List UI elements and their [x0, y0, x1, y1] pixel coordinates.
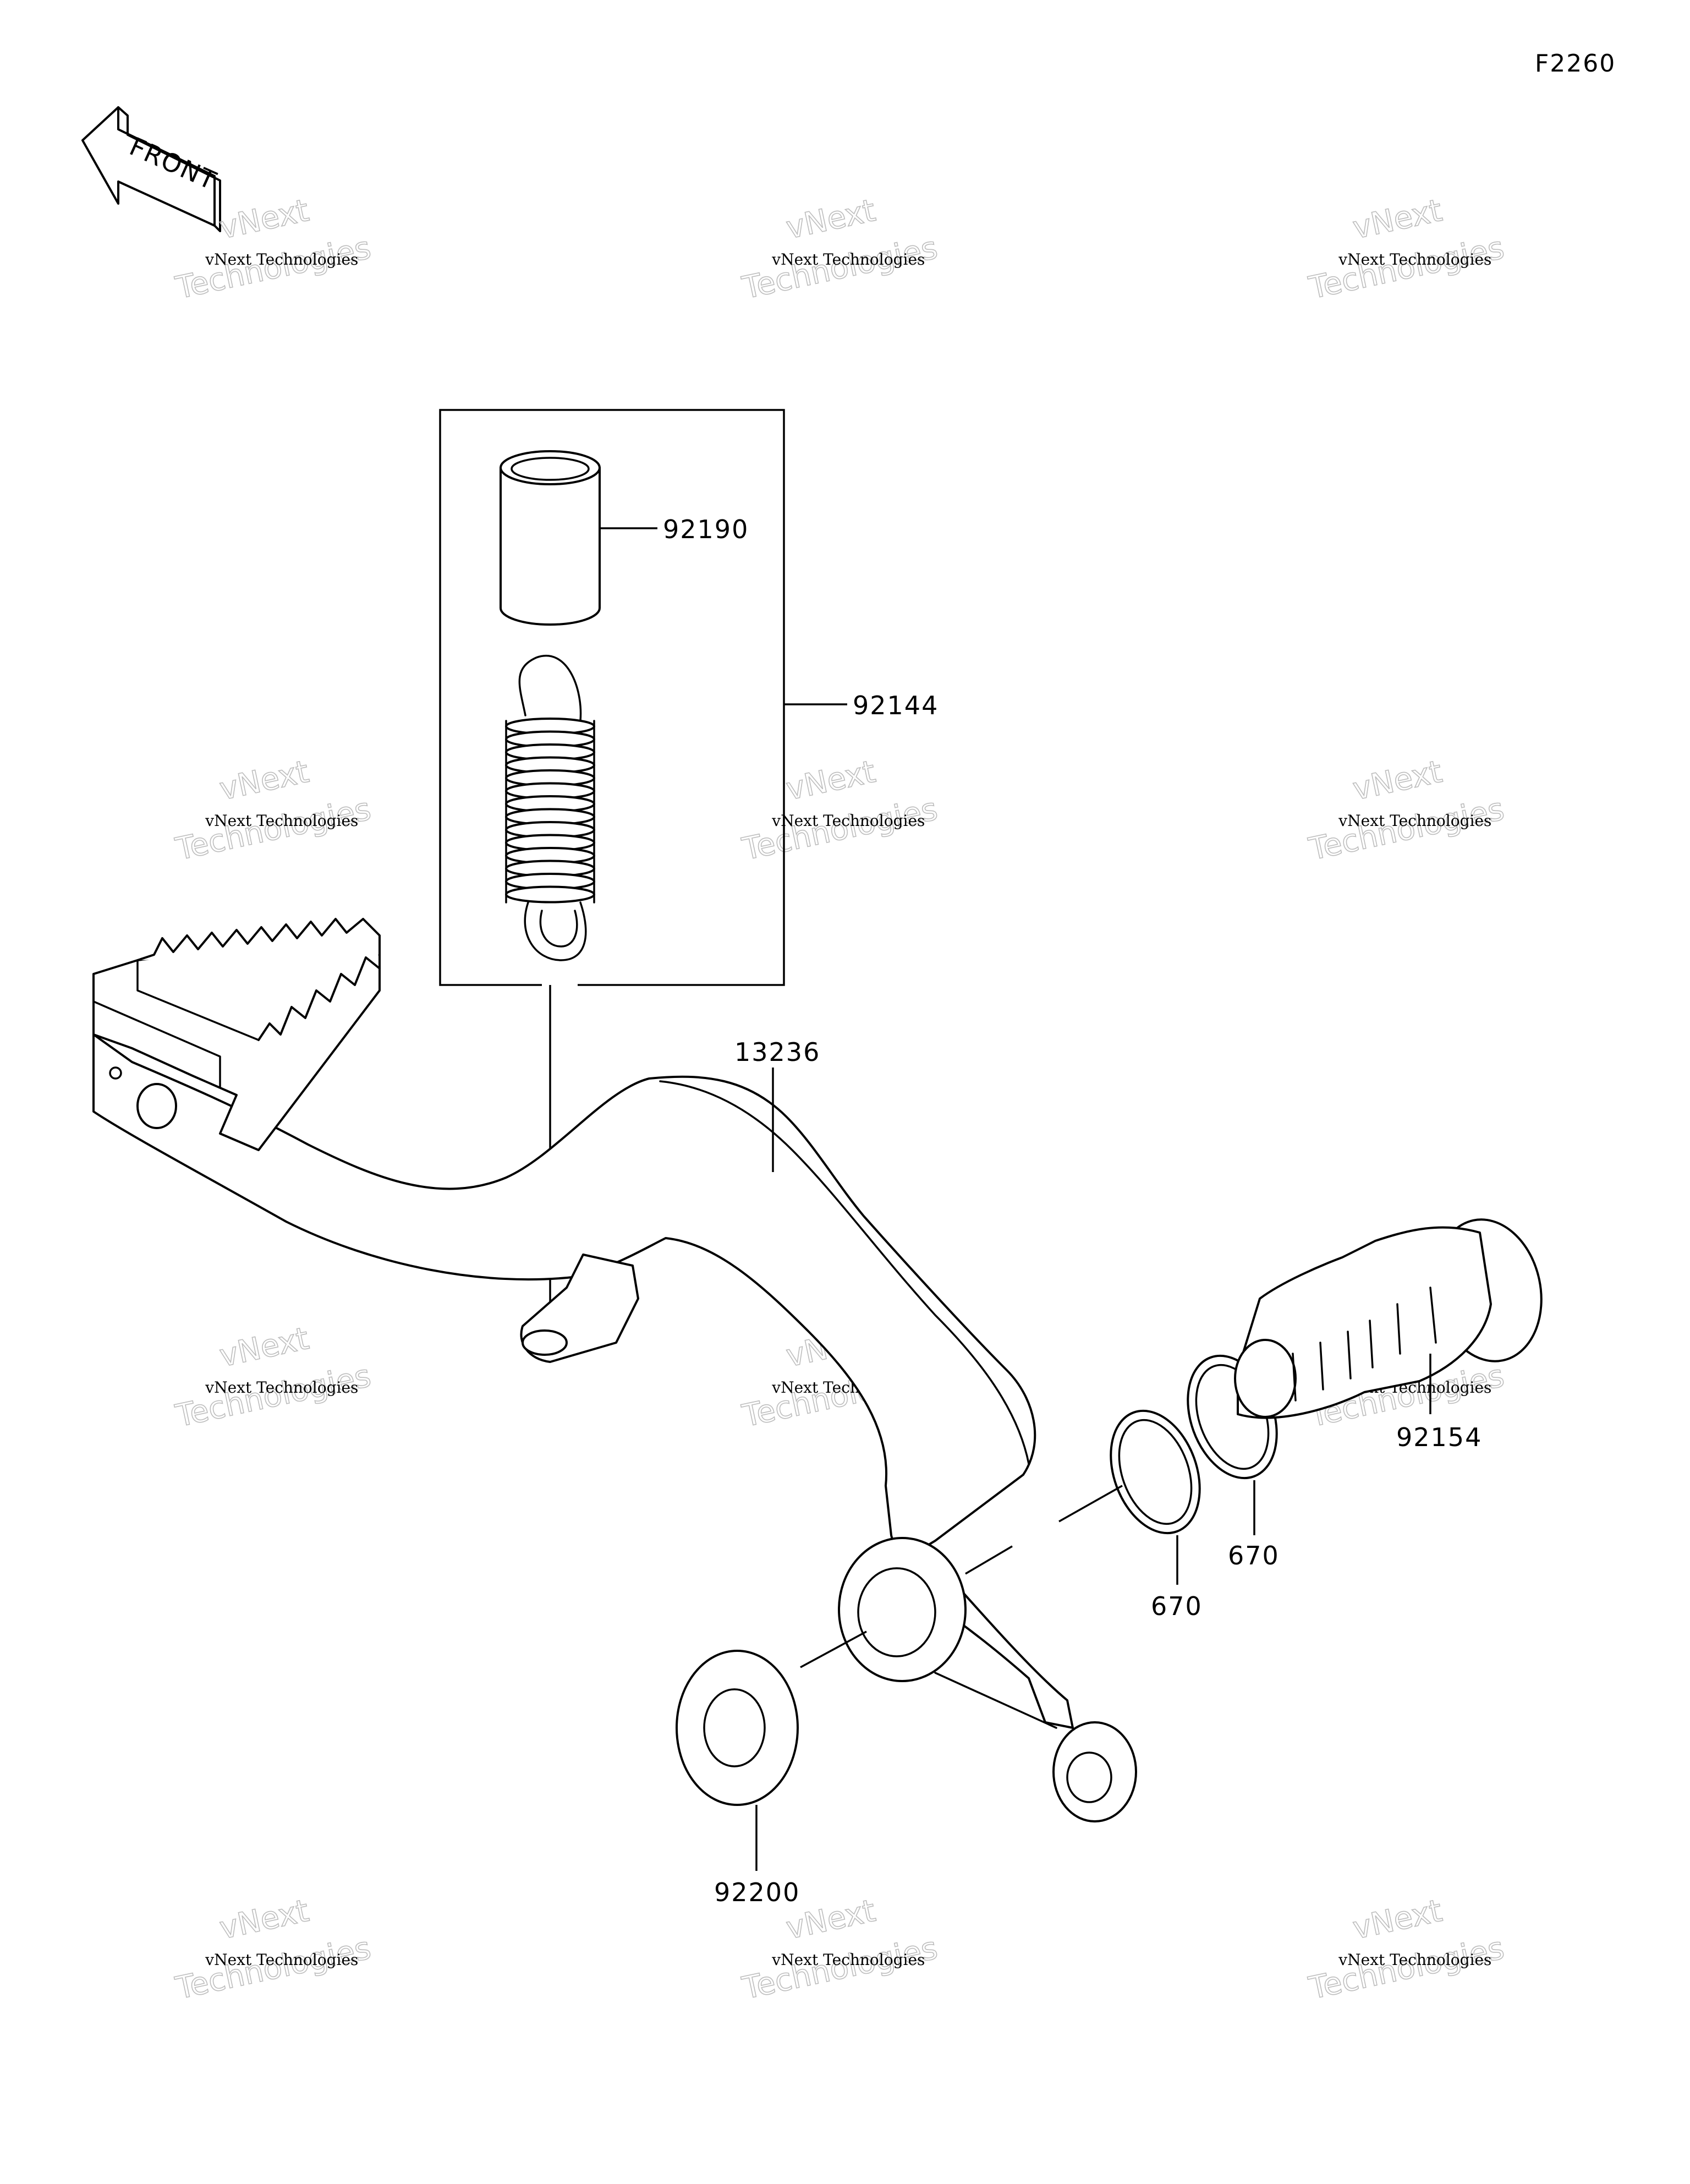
kit-box-92144	[439, 409, 847, 986]
watermark-small: vNext Technologies	[771, 812, 925, 830]
watermark-small: vNext Technologies	[1338, 812, 1491, 830]
watermark-small: vNext Technologies	[205, 250, 358, 269]
figure-code: F2260	[1535, 50, 1616, 78]
watermark-big-top: vNext	[216, 754, 312, 808]
front-arrow-icon: FRONT	[81, 106, 221, 232]
watermark-big-top: vNext	[783, 193, 879, 247]
spring-coil	[505, 885, 595, 904]
part-label-92200: 92200	[714, 1878, 800, 1907]
part-label-92144: 92144	[853, 691, 939, 720]
return-spring	[505, 655, 595, 961]
watermark-big-top: vNext	[216, 1321, 312, 1375]
watermark-small: vNext Technologies	[205, 1951, 358, 1969]
watermark-small: vNext Technologies	[771, 250, 925, 269]
brake-pedal-13236	[92, 918, 1137, 1822]
watermark-big-top: vNext	[216, 1893, 312, 1947]
part-label-92154: 92154	[1396, 1422, 1482, 1452]
watermark-small: vNext Technologies	[205, 812, 358, 830]
part-label-13236: 13236	[734, 1037, 820, 1067]
collar-92190	[500, 450, 657, 626]
washer-92200	[676, 1545, 1013, 1871]
watermark-big-top: vNext	[216, 193, 312, 247]
watermark-big-top: vNext	[783, 754, 879, 808]
watermark-big-top: vNext	[1349, 754, 1445, 808]
watermark-small: vNext Technologies	[1338, 1951, 1491, 1969]
o-ring-670a	[1058, 1409, 1201, 1585]
watermark-small: vNext Technologies	[1338, 250, 1491, 269]
part-label-670b: 670	[1228, 1541, 1280, 1570]
part-label-670a: 670	[1151, 1591, 1203, 1621]
part-label-92190: 92190	[663, 514, 749, 544]
watermark-big-top: vNext	[1349, 193, 1445, 247]
watermark-small: vNext Technologies	[205, 1378, 358, 1397]
shaft-92154	[1234, 1218, 1543, 1419]
watermark-small: vNext Technologies	[771, 1951, 925, 1969]
watermark-big-top: vNext	[1349, 1893, 1445, 1947]
